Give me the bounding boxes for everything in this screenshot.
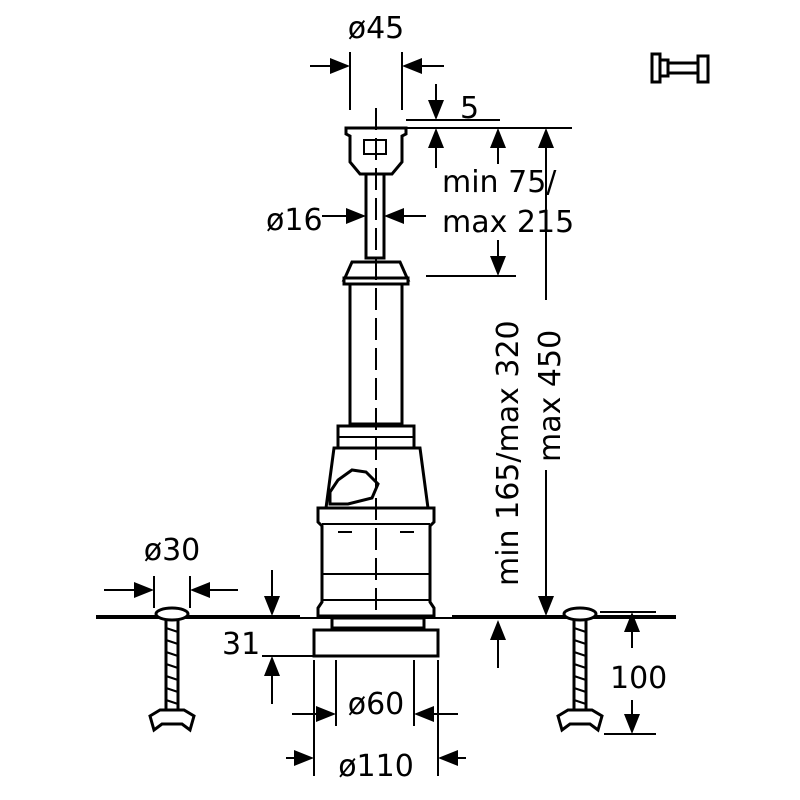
dim-bolt-length: 100 <box>600 611 667 735</box>
label-height-range-2: max 215 <box>442 205 574 240</box>
valve-assembly <box>312 108 440 658</box>
bolt-icon <box>650 52 710 84</box>
dim-base-inner: ø60 <box>292 660 458 726</box>
label-base-height: 31 <box>222 627 260 662</box>
dim-body-range: min 165/max 320 <box>490 320 526 668</box>
float-lever <box>328 468 380 506</box>
dim-bolt-diameter: ø30 <box>104 533 238 608</box>
right-wing-nut <box>556 708 604 733</box>
label-height-range-1: min 75/ <box>442 165 557 200</box>
right-bolt <box>556 606 604 733</box>
label-top-offset: 5 <box>460 91 479 126</box>
label-base-inner: ø60 <box>348 687 405 722</box>
label-base-outer: ø110 <box>338 749 414 784</box>
dim-base-outer: ø110 <box>286 660 466 784</box>
label-rod-diameter: ø16 <box>266 203 323 238</box>
label-total-max: max 450 <box>533 330 568 462</box>
label-bolt-diameter: ø30 <box>144 533 201 568</box>
base-flange <box>312 628 440 658</box>
base-step <box>330 616 426 630</box>
dim-top-diameter: ø45 <box>310 11 444 110</box>
dim-base-height: 31 <box>222 570 314 704</box>
label-body-range: min 165/max 320 <box>491 320 526 586</box>
left-wing-nut <box>148 708 196 733</box>
dim-rod-diameter: ø16 <box>266 203 426 238</box>
label-bolt-length: 100 <box>610 661 667 696</box>
dim-top-offset: 5 <box>406 84 572 168</box>
left-bolt <box>148 606 196 733</box>
label-top-diameter: ø45 <box>348 11 405 46</box>
dim-total-max: max 450 <box>533 128 568 616</box>
dim-height-range: min 75/ max 215 <box>426 128 574 277</box>
